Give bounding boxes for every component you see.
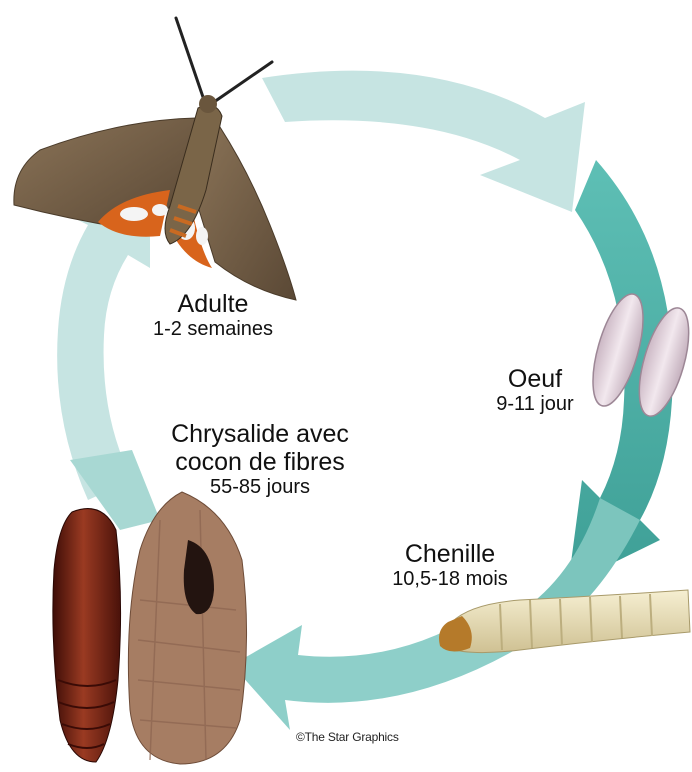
moth-spot [120, 207, 148, 221]
adult-name: Adulte [108, 290, 318, 318]
larva-duration: 10,5-18 mois [340, 568, 560, 590]
arrow-pupa-to-adult [57, 190, 150, 500]
larva-label: Chenille 10,5-18 mois [340, 540, 560, 590]
cocoon-illustration [128, 492, 246, 764]
larva-name: Chenille [340, 540, 560, 568]
moth-spot [196, 227, 208, 245]
egg-name: Oeuf [470, 365, 600, 393]
pupa-label: Chrysalide avec cocon de fibres 55-85 jo… [140, 420, 380, 498]
moth-head [199, 95, 217, 113]
adult-duration: 1-2 semaines [108, 318, 318, 340]
moth-antenna-left [176, 18, 204, 100]
pupa-name-line1: Chrysalide avec [140, 420, 380, 448]
larva-body [441, 590, 690, 653]
adult-label: Adulte 1-2 semaines [108, 290, 318, 340]
cocoon-body [128, 492, 246, 764]
arrow-adult-to-egg [262, 71, 585, 212]
copyright-notice: ©The Star Graphics [296, 730, 399, 744]
pupa-name-line2: cocon de fibres [140, 448, 380, 476]
egg-duration: 9-11 jour [470, 393, 600, 415]
moth-spot [152, 204, 168, 216]
egg-label: Oeuf 9-11 jour [470, 365, 600, 415]
pupa-illustration [53, 509, 121, 762]
larva-illustration [439, 590, 690, 653]
pupa-duration: 55-85 jours [140, 476, 380, 498]
moth-illustration [14, 18, 296, 300]
moth-antenna-right [214, 62, 272, 102]
